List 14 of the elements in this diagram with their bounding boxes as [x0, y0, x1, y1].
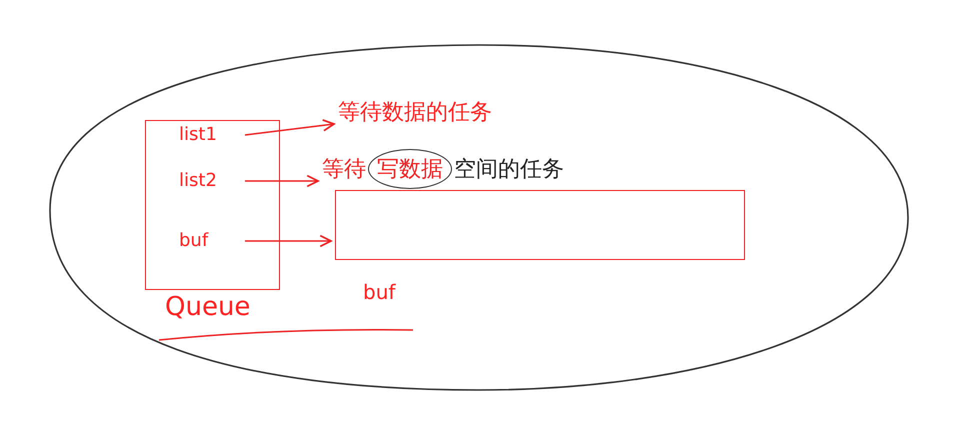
annotation-text: 等待数据的任务: [338, 96, 568, 130]
circled-text: 写数据: [368, 149, 452, 189]
field-label: buf: [179, 227, 239, 255]
field-label: list2: [179, 167, 239, 195]
buffer-bar: [335, 190, 745, 260]
caption-text: buf: [363, 280, 396, 304]
annotation-text: 等待: [322, 156, 366, 184]
title-text: Queue: [165, 292, 250, 322]
arrow: [244, 119, 335, 136]
struct-box: [145, 120, 280, 290]
annotation-text: 空间的任务: [454, 156, 564, 184]
arrow: [245, 234, 332, 248]
field-label: list1: [179, 121, 239, 149]
arrow: [245, 174, 319, 188]
